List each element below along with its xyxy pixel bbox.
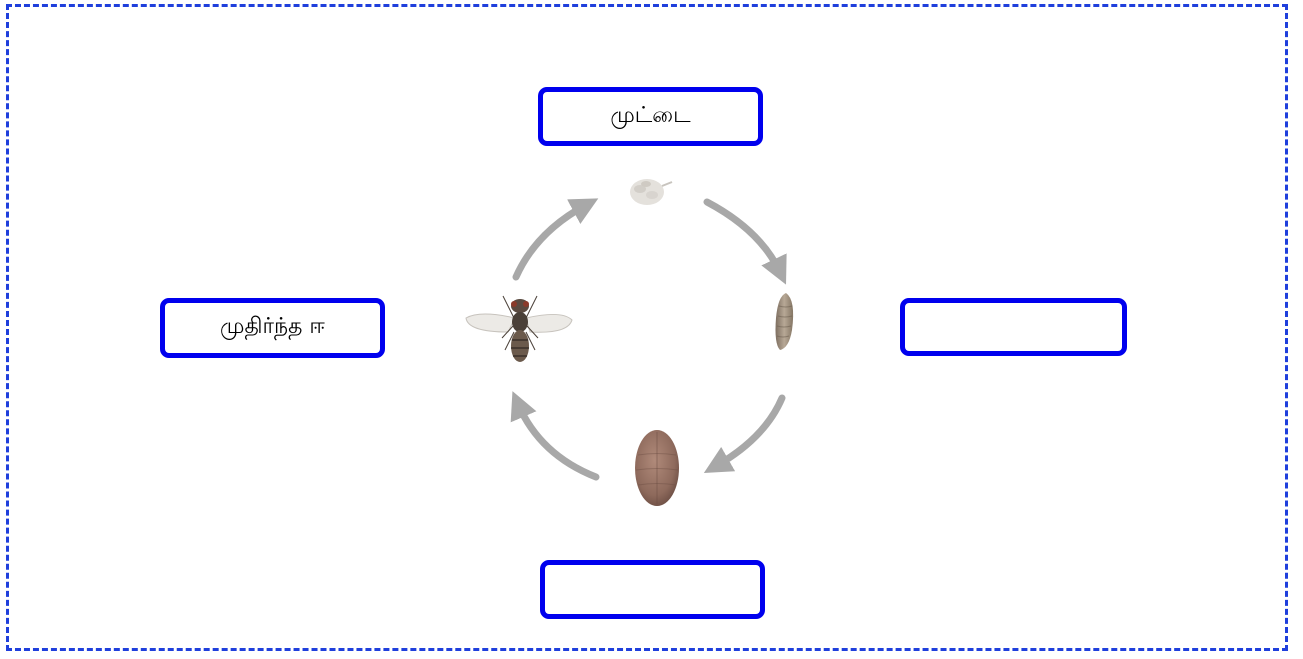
egg-label: முட்டை [610, 102, 691, 128]
arrow-larva-to-pupa-icon [703, 394, 786, 473]
cycle-arrows [510, 198, 787, 481]
arrow-egg-to-larva-icon [703, 198, 787, 285]
worksheet-frame [6, 4, 1288, 651]
pupa-label-box[interactable] [540, 560, 765, 619]
life-cycle-diagram [465, 179, 794, 506]
adult-label-box[interactable]: முதிர்ந்த ஈ [160, 298, 385, 358]
arrow-adult-to-egg-icon [512, 198, 599, 281]
egg-cluster-icon [630, 179, 673, 205]
fly-icon [465, 295, 573, 362]
pupa-icon [635, 430, 679, 506]
egg-label-box[interactable]: முட்டை [538, 87, 763, 146]
larva-icon [775, 293, 794, 350]
adult-label: முதிர்ந்த ஈ [220, 314, 325, 339]
larva-label-box[interactable] [900, 298, 1127, 356]
arrow-pupa-to-adult-icon [510, 391, 600, 481]
